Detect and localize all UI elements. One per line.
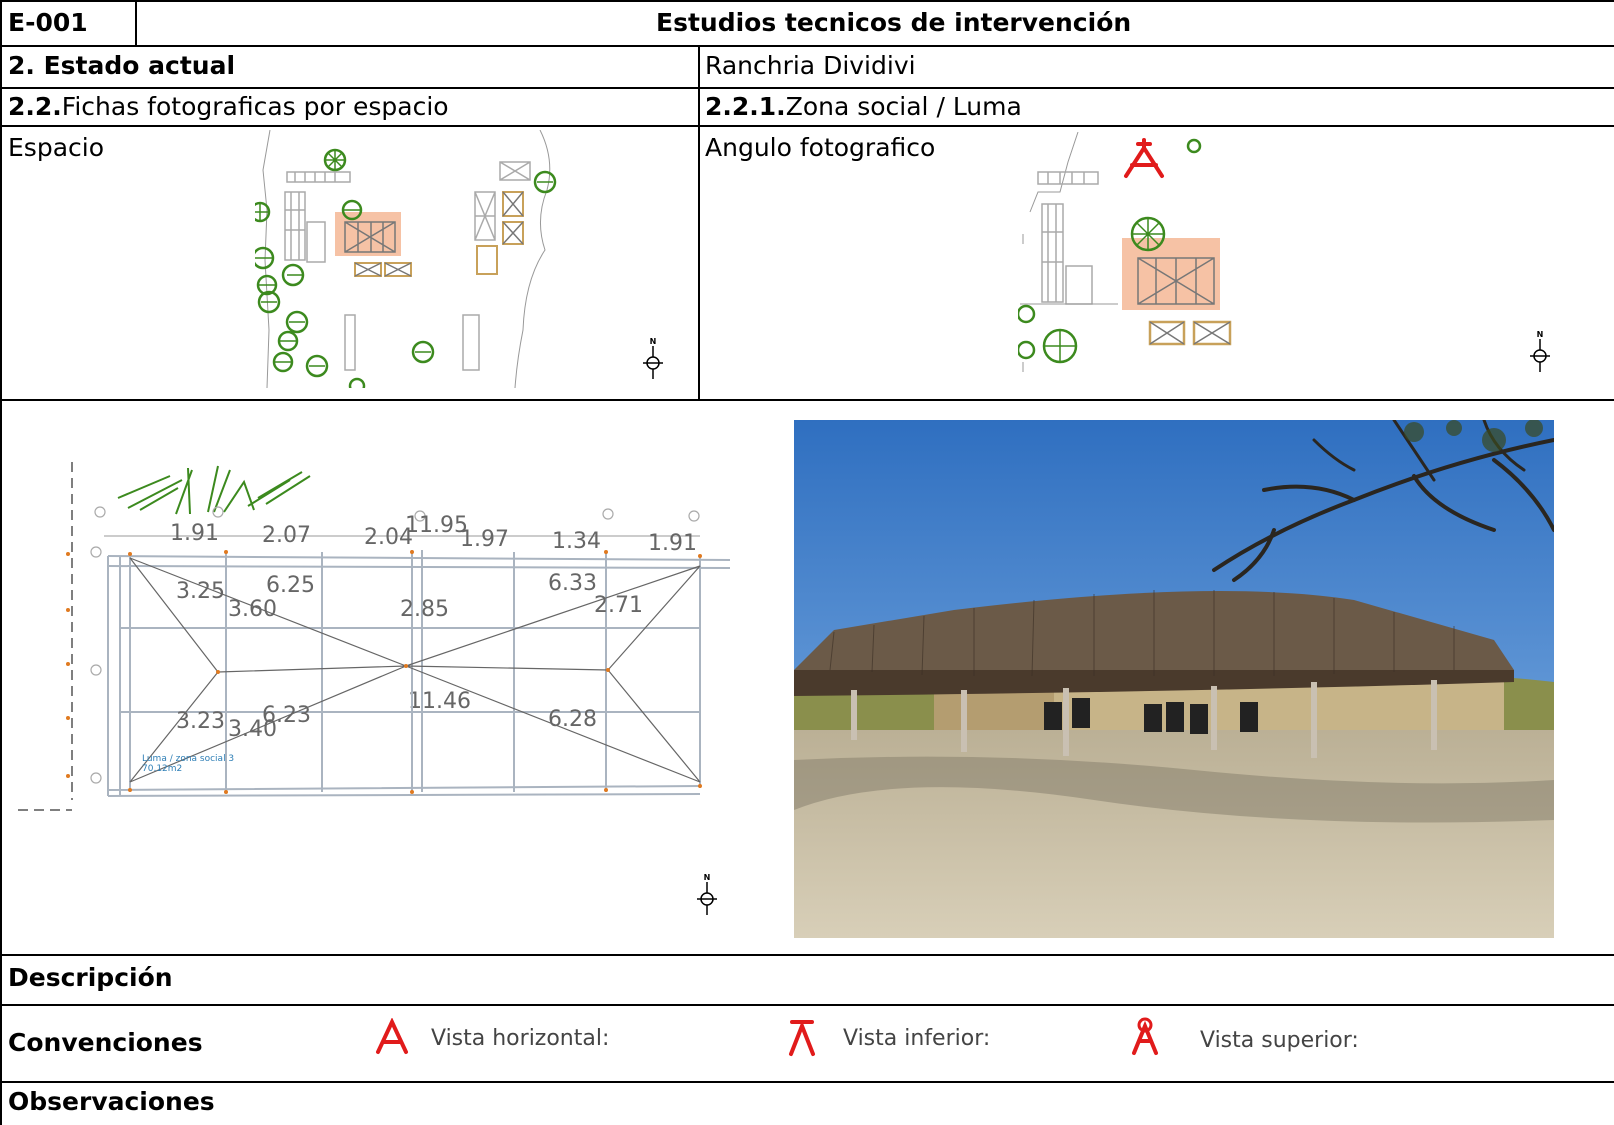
row-divider-4 [0,399,1614,401]
svg-text:6.33: 6.33 [548,571,597,596]
row-divider-6 [0,1004,1614,1006]
svg-text:1.91: 1.91 [648,531,697,556]
row-divider-5 [0,954,1614,956]
document-title: Estudios tecnicos de intervención [656,8,1132,37]
observations-label: Observaciones [8,1087,215,1116]
convention-superior-label: Vista superior: [1200,1028,1359,1053]
sheet-index-right: 2.2.1.Zona social / Luma [705,92,1022,122]
convention-inferior-label: Vista inferior: [843,1026,991,1051]
sheet-text-left: Fichas fotograficas por espacio [61,92,449,121]
view-inferior-icon [789,1020,815,1056]
description-label: Descripción [8,963,173,992]
section-title: 2. Estado actual [8,51,236,80]
tree-symbols [255,148,557,388]
svg-text:3.40: 3.40 [228,717,277,742]
svg-text:3.25: 3.25 [176,579,225,604]
svg-text:2.04: 2.04 [364,525,413,550]
site-plan-map [255,130,557,388]
svg-text:N: N [1537,330,1544,339]
north-arrow-icon: N [697,873,717,915]
row-divider-2 [0,87,1614,89]
sheet-number-right: 2.2.1. [705,92,786,121]
code-cell-divider [135,0,137,46]
svg-text:1.34: 1.34 [552,529,601,554]
location-name: Ranchria Dividivi [705,51,916,80]
document-code: E-001 [8,8,88,37]
svg-text:6.23: 6.23 [262,703,311,728]
svg-text:2.07: 2.07 [262,523,311,548]
svg-text:2.85: 2.85 [400,597,449,622]
sheet-number-left: 2.2. [8,92,62,121]
svg-text:3.23: 3.23 [176,709,225,734]
space-label: Espacio [8,133,104,162]
roof-floor-plan: 1.91 2.07 2.04 1.97 1.34 1.91 11.95 11.4… [18,462,731,811]
svg-text:3.60: 3.60 [228,597,277,622]
site-photo [794,420,1554,938]
table-border-left [0,0,2,1125]
north-arrow-icon: N [1530,330,1550,372]
view-horizontal-icon [376,1018,408,1054]
view-superior-icon [1132,1017,1158,1055]
svg-text:N: N [650,337,657,346]
row-divider-1 [0,45,1614,47]
north-arrow-icon: N [643,337,663,379]
photo-angle-label: Angulo fotografico [705,133,936,162]
sheet-text-right: Zona social / Luma [785,92,1022,121]
svg-text:1.91: 1.91 [170,521,219,546]
svg-text:11.95: 11.95 [405,513,468,538]
row-divider-3 [0,125,1614,127]
photo-angle-map [1018,132,1232,372]
plan-area-label: Luma / zona social 3 [142,754,234,764]
column-divider [698,46,700,400]
svg-text:6.28: 6.28 [548,707,597,732]
svg-text:N: N [704,873,711,882]
svg-text:11.46: 11.46 [408,689,471,714]
table-border-top [0,0,1614,2]
sheet-index-left: 2.2.Fichas fotograficas por espacio [8,92,449,122]
svg-text:1.97: 1.97 [460,527,509,552]
convention-horizontal-label: Vista horizontal: [431,1026,610,1051]
svg-text:2.71: 2.71 [594,593,643,618]
plan-area-value: 70.12m2 [142,764,182,774]
row-divider-7 [0,1081,1614,1083]
horizontal-view-marker-icon [1124,138,1164,178]
svg-text:6.25: 6.25 [266,573,315,598]
conventions-label: Convenciones [8,1028,203,1057]
